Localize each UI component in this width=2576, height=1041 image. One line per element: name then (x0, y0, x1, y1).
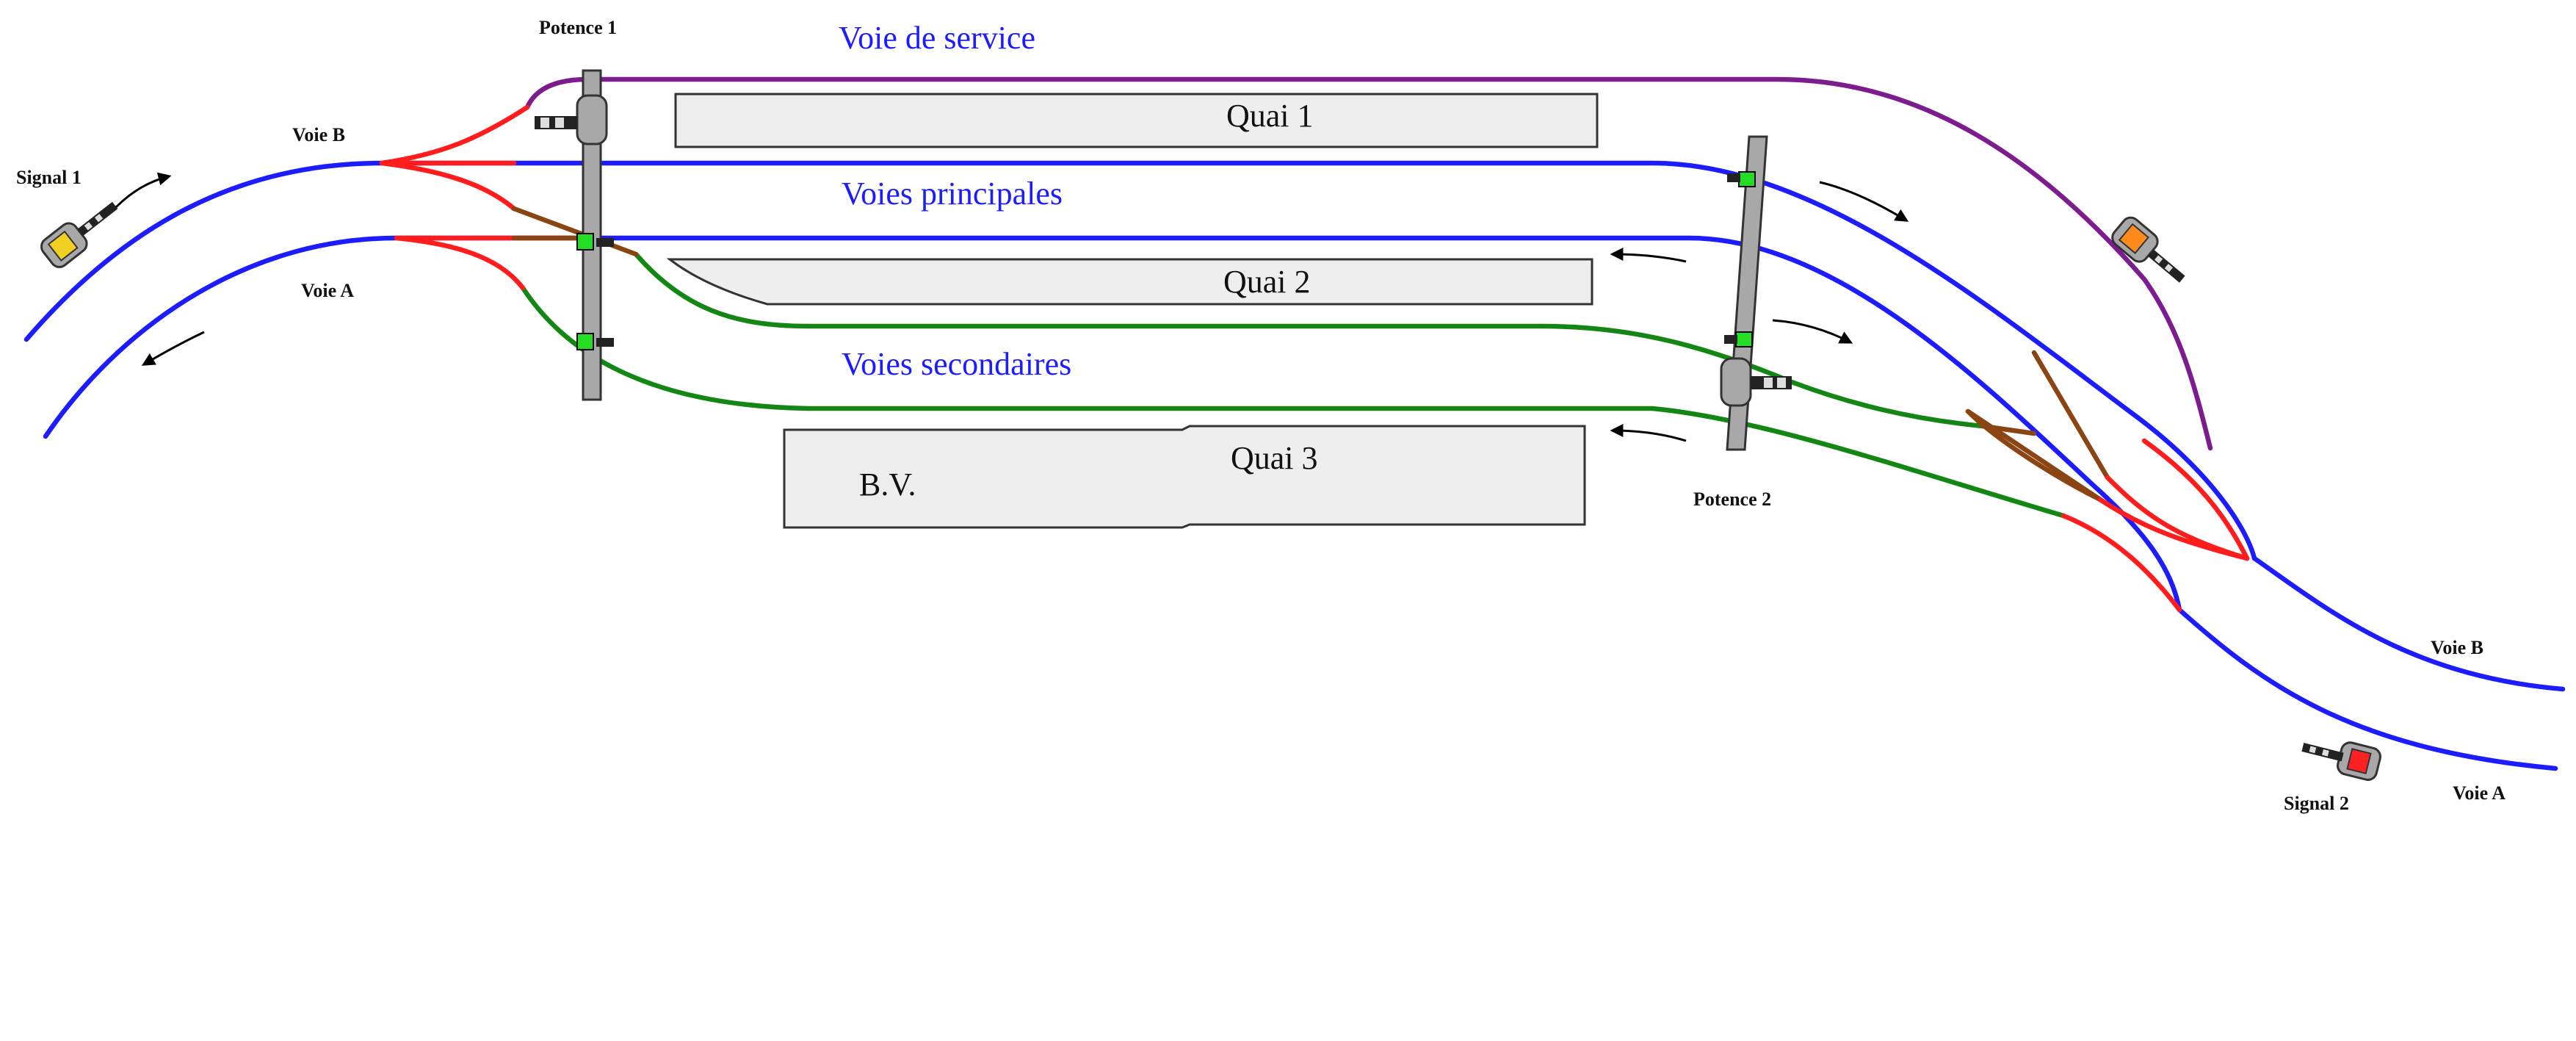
voies-secondaires-label: Voies secondaires (842, 346, 1071, 382)
quai-1-label: Quai 1 (1226, 98, 1314, 134)
main-track-a-right (2177, 607, 2558, 771)
service-track (524, 76, 2213, 451)
bv-label: B.V. (859, 467, 916, 503)
voie-b-left-label: Voie B (292, 124, 345, 145)
potence-2-gantry (1720, 135, 1792, 451)
quai-3-label: Quai 3 (1231, 440, 1318, 476)
voie-a-right-label: Voie A (2453, 782, 2506, 804)
direction-arrow-icon (115, 172, 1909, 442)
signal-2-icon (2301, 741, 2381, 781)
quai-1-platform (674, 93, 1599, 148)
voies-principales-label: Voies principales (842, 176, 1063, 212)
left-crossover (511, 206, 639, 257)
signal-1-icon (40, 201, 118, 268)
signal-2-label: Signal 2 (2284, 793, 2349, 814)
main-track-b (23, 160, 2257, 561)
main-track-b-right (2251, 555, 2566, 692)
potence-1-gantry (535, 69, 614, 401)
potence-1-label: Potence 1 (539, 17, 617, 38)
quai-2-platform (666, 258, 1593, 306)
right-switches (1965, 350, 2250, 613)
main-track-a (43, 235, 2182, 613)
voie-de-service-label: Voie de service (839, 20, 1035, 56)
potence-2-label: Potence 2 (1693, 489, 1771, 510)
secondary-track-upper (633, 251, 1986, 429)
quai-2-label: Quai 2 (1223, 264, 1311, 300)
voie-a-left-label: Voie A (301, 280, 354, 301)
left-switches (379, 104, 576, 291)
service-signal-icon (2111, 216, 2185, 283)
voie-b-right-label: Voie B (2431, 637, 2483, 658)
quai-3-platform (783, 425, 1586, 529)
signal-1-label: Signal 1 (16, 167, 82, 188)
